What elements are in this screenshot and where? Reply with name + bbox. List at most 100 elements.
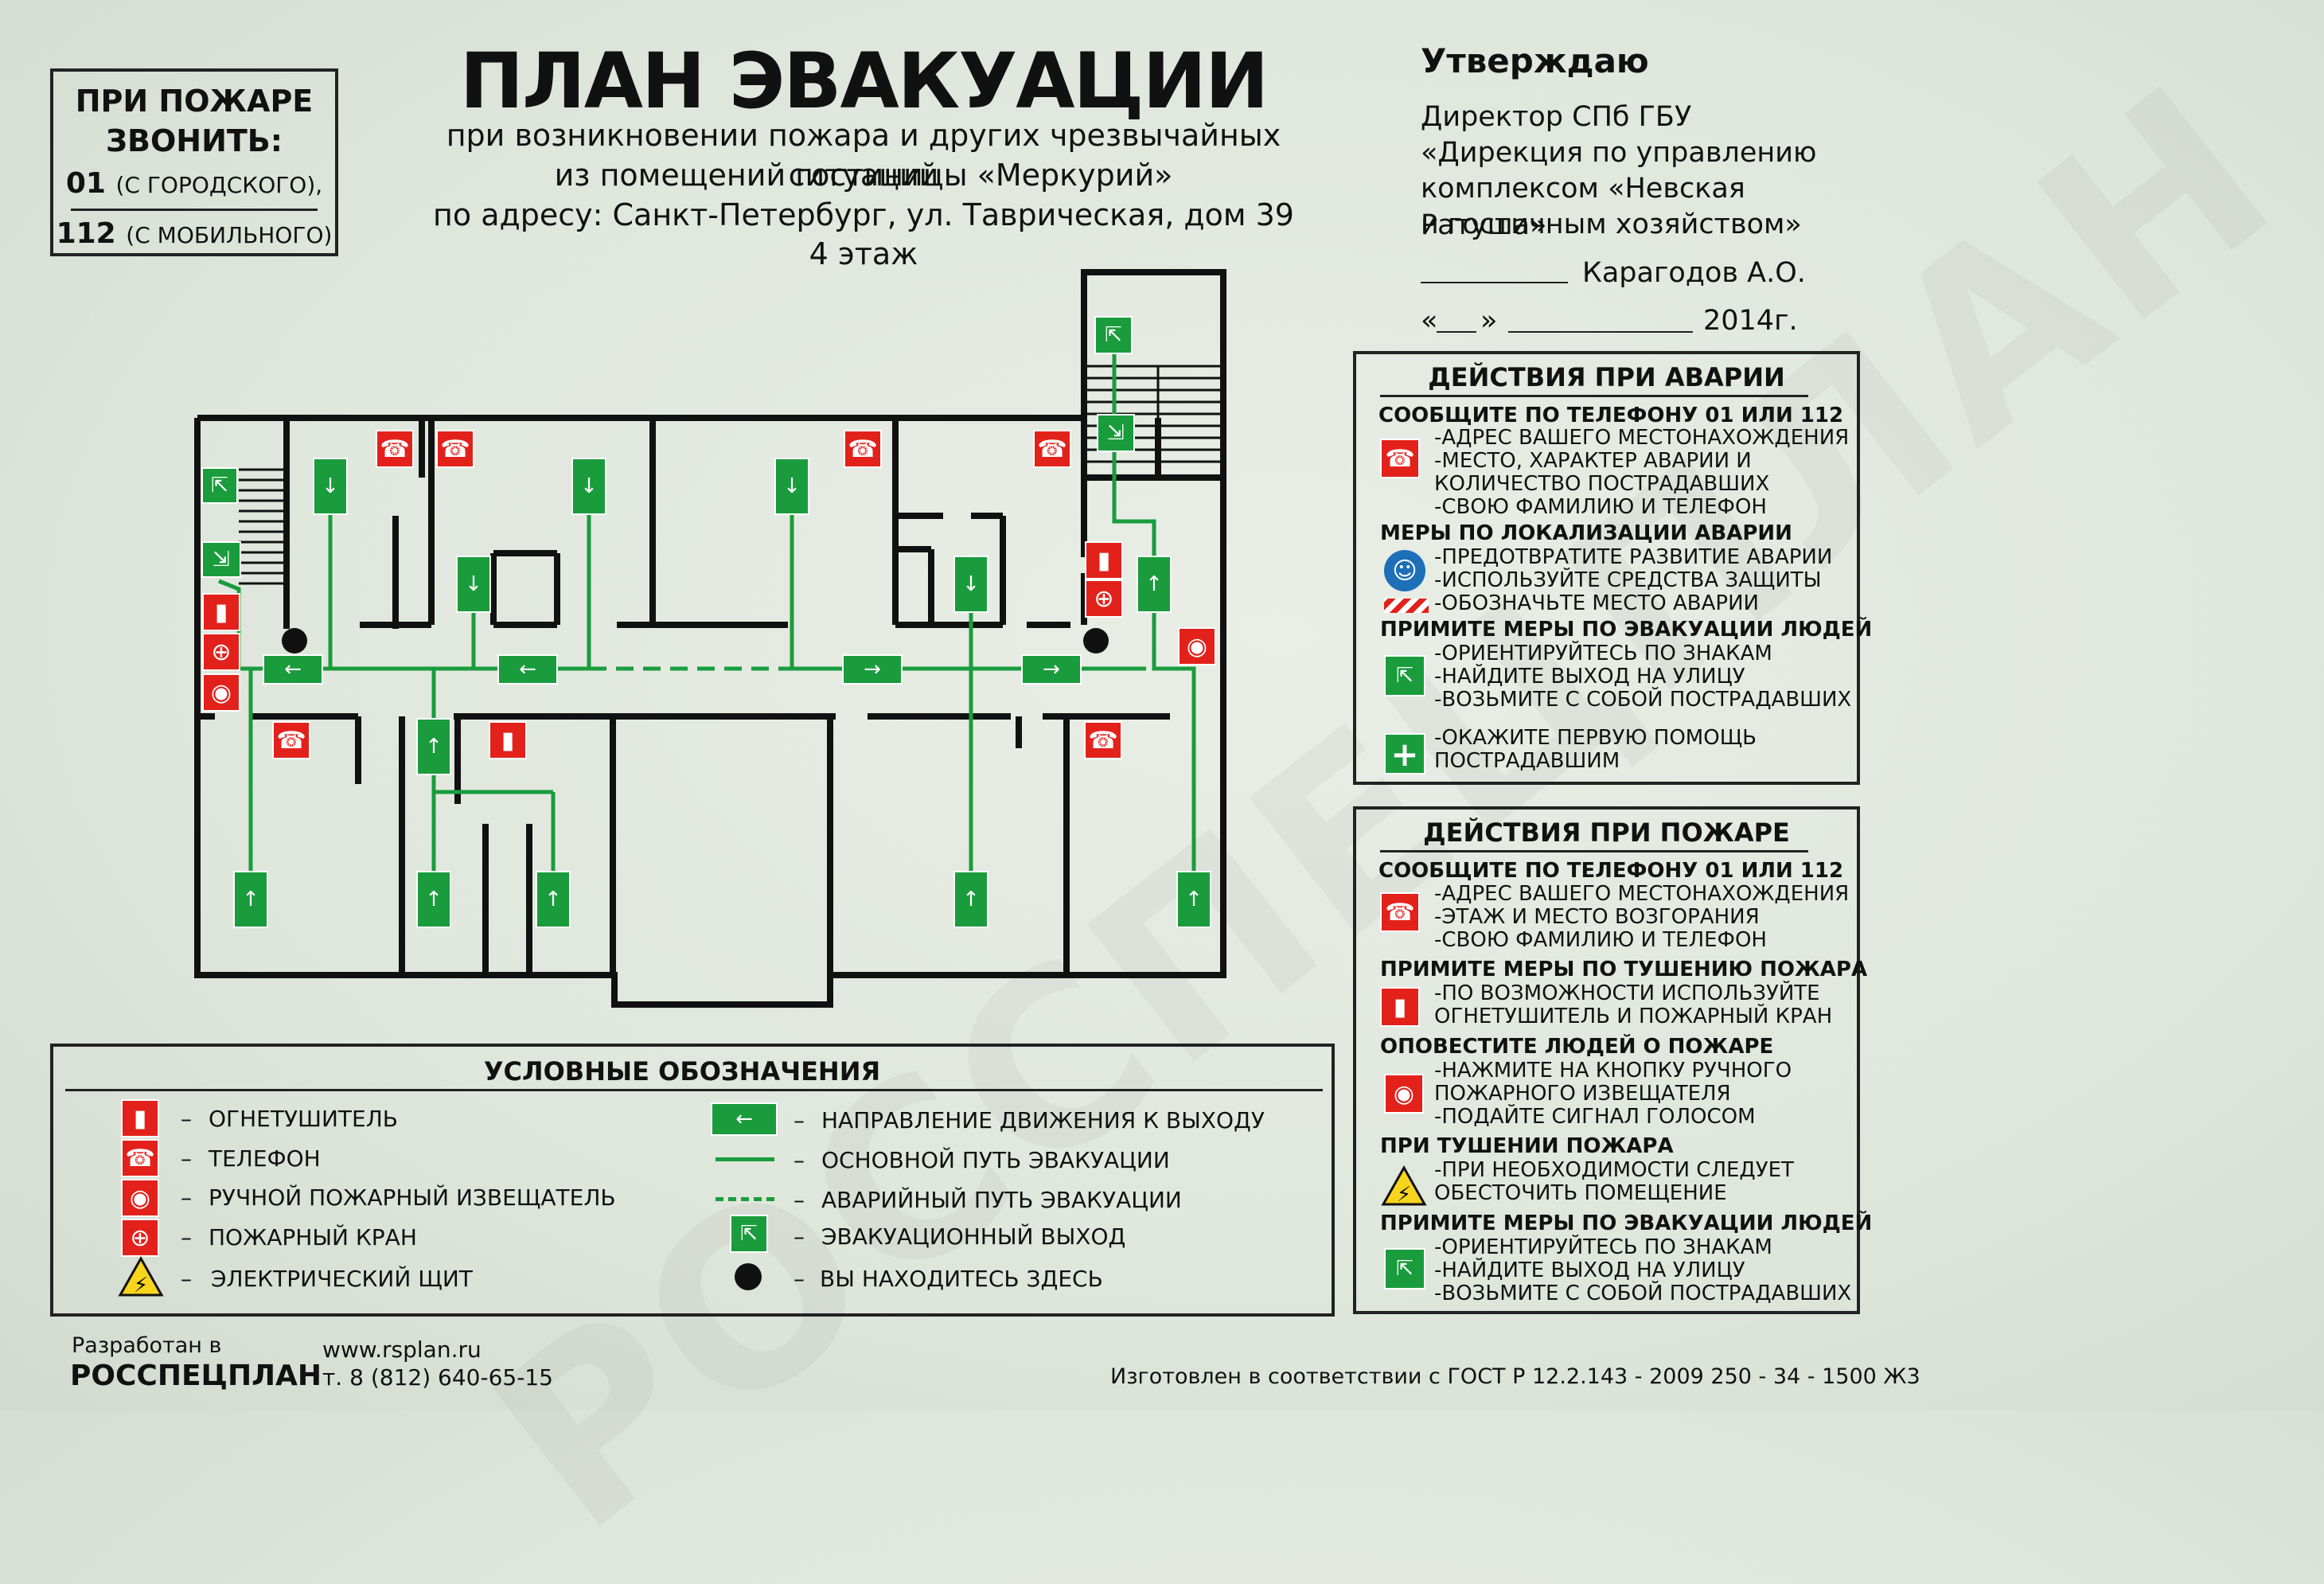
fire-call-line3: -СВОЮ ФАМИЛИЮ И ТЕЛЕФОН — [1434, 928, 1767, 952]
evacuation-direction-icon: → — [1021, 654, 1082, 685]
fire-notify-line2: ПОЖАРНОГО ИЗВЕЩАТЕЛЯ — [1434, 1082, 1731, 1106]
fire-call-number-mobile: 112 (С МОБИЛЬНОГО) — [53, 211, 335, 259]
hazard-stripe-icon — [1384, 599, 1429, 613]
evacuation-direction-icon: → — [842, 654, 903, 685]
accident-heading-localize-text: МЕРЫ ПО ЛОКАЛИЗАЦИИ АВАРИИ — [1380, 521, 1792, 545]
legend-dash: – — [794, 1147, 805, 1173]
fire-extinguisher-icon: ▮ — [489, 721, 527, 759]
fire-heading-extinguish: ПРИМИТЕ МЕРЫ ПО ТУШЕНИЮ ПОЖАРА — [1380, 958, 1867, 981]
legend-emergency-path: АВАРИЙНЫЙ ПУТЬ ЭВАКУАЦИИ — [821, 1187, 1182, 1213]
approval-line1: Директор СПб ГБУ — [1421, 101, 1692, 133]
evacuation-direction-icon: ↑ — [953, 871, 988, 928]
number-112-note: (С МОБИЛЬНОГО) — [126, 222, 333, 248]
fire-call-divider — [71, 209, 318, 211]
legend-panel: УСЛОВНЫЕ ОБОЗНАЧЕНИЯ ▮ – ОГНЕТУШИТЕЛЬ ☎ … — [50, 1044, 1335, 1317]
legend-main-path: ОСНОВНОЙ ПУТЬ ЭВАКУАЦИИ — [821, 1147, 1170, 1173]
phone-icon: ☎ — [844, 430, 882, 468]
signature-line — [1421, 282, 1568, 283]
svg-text:⚡: ⚡ — [134, 1274, 148, 1297]
accident-heading-evacuate: ПРИМИТЕ МЕРЫ ПО ЭВАКУАЦИИ ЛЮДЕЙ — [1380, 618, 1872, 642]
legend-exit: ЭВАКУАЦИОННЫЙ ВЫХОД — [821, 1223, 1126, 1250]
electrical-hazard-icon: ⚡ — [118, 1255, 164, 1297]
fire-evacuate-line3: -ВОЗЬМИТЕ С СОБОЙ ПОСТРАДАВШИХ — [1434, 1282, 1852, 1305]
accident-firstaid-line2: ПОСТРАДАВШИМ — [1434, 749, 1620, 773]
accident-call-line1: -АДРЕС ВАШЕГО МЕСТОНАХОЖДЕНИЯ — [1434, 426, 1850, 450]
you-are-here-marker-left — [282, 628, 307, 653]
phone-icon: ☎ — [436, 430, 474, 468]
developer-brand: РОССПЕЦПЛАН — [70, 1360, 322, 1392]
accident-heading-call-text: СООБЩИТЕ ПО ТЕЛЕФОНУ 01 ИЛИ 112 — [1378, 404, 1844, 427]
legend-you-are-here: ВЫ НАХОДИТЕСЬ ЗДЕСЬ — [820, 1266, 1103, 1292]
fire-actions-panel: ДЕЙСТВИЯ ПРИ ПОЖАРЕ СООБЩИТЕ ПО ТЕЛЕФОНУ… — [1353, 806, 1872, 1314]
legend-manual-alarm: РУЧНОЙ ПОЖАРНЫЙ ИЗВЕЩАТЕЛЬ — [209, 1184, 616, 1211]
subtitle-floor: 4 этаж — [809, 236, 918, 271]
fire-call-line2: -ЭТАЖ И МЕСТО ВОЗГОРАНИЯ — [1434, 905, 1760, 929]
fire-extinguisher-icon: ▮ — [202, 593, 240, 631]
accident-heading-localize: МЕРЫ ПО ЛОКАЛИЗАЦИИ АВАРИИ — [1380, 521, 1792, 545]
fire-alarm-icon: ◉ — [1384, 1074, 1424, 1114]
fire-extinguish-line2: ОГНЕТУШИТЕЛЬ И ПОЖАРНЫЙ КРАН — [1434, 1005, 1833, 1028]
accident-firstaid-line1: -ОКАЖИТЕ ПЕРВУЮ ПОМОЩЬ — [1434, 726, 1757, 750]
emergency-exit-icon: ⇱ — [201, 467, 238, 504]
developer-label: Разработан в — [72, 1333, 222, 1358]
fire-notify-line1: -НАЖМИТЕ НА КНОПКУ РУЧНОГО — [1434, 1059, 1792, 1083]
accident-localize-line1: -ПРЕДОТВРАТИТЕ РАЗВИТИЕ АВАРИИ — [1434, 545, 1833, 569]
accident-panel-rule — [1380, 395, 1808, 397]
emergency-path-line-icon — [716, 1197, 774, 1201]
walls — [194, 269, 1226, 1008]
phone-icon: ☎ — [1084, 721, 1122, 759]
number-112: 112 — [56, 217, 116, 250]
fire-heading-notify-text: ОПОВЕСТИТЕ ЛЮДЕЙ О ПОЖАРЕ — [1380, 1035, 1774, 1059]
evacuation-direction-icon: ↑ — [1176, 871, 1211, 928]
approval-title: Утверждаю — [1421, 41, 1649, 80]
fire-extinguishing-line1: -ПРИ НЕОБХОДИМОСТИ СЛЕДУЕТ — [1434, 1158, 1794, 1182]
fire-heading-call: СООБЩИТЕ ПО ТЕЛЕФОНУ 01 ИЛИ 112 — [1378, 859, 1843, 883]
approval-line2: «Дирекция по управлению — [1421, 137, 1817, 169]
fire-alarm-icon: ◉ — [1178, 627, 1216, 665]
evacuation-direction-icon: ↓ — [313, 458, 348, 515]
fire-heading-extinguish-text: ПРИМИТЕ МЕРЫ ПО ТУШЕНИЮ ПОЖАРА — [1380, 958, 1868, 981]
fire-call-line1: -АДРЕС ВАШЕГО МЕСТОНАХОЖДЕНИЯ — [1434, 882, 1850, 906]
number-01-note: (С ГОРОДСКОГО), — [115, 172, 323, 198]
evacuation-direction-icon: ↑ — [416, 718, 451, 775]
emergency-exit-icon: ⇱ — [1384, 655, 1425, 696]
emergency-exit-icon: ⇱ — [1384, 1248, 1425, 1289]
fire-heading-extinguishing: ПРИ ТУШЕНИИ ПОЖАРА — [1380, 1134, 1674, 1158]
accident-heading-evacuate-text: ПРИМИТЕ МЕРЫ ПО ЭВАКУАЦИИ ЛЮДЕЙ — [1380, 618, 1873, 642]
floor-plan — [194, 269, 1226, 1008]
date-quote-close: » — [1480, 305, 1498, 337]
fire-evacuate-line2: -НАЙДИТЕ ВЫХОД НА УЛИЦУ — [1434, 1258, 1745, 1282]
accident-evacuate-line2: -НАЙДИТЕ ВЫХОД НА УЛИЦУ — [1434, 665, 1745, 689]
fire-alarm-icon: ◉ — [121, 1179, 159, 1217]
fire-alarm-icon: ◉ — [202, 673, 240, 712]
page-title: ПЛАН ЭВАКУАЦИИ — [459, 37, 1269, 126]
accident-panel-title: ДЕЙСТВИЯ ПРИ АВАРИИ — [1428, 362, 1785, 392]
legend-dash: – — [794, 1107, 805, 1133]
approval-year: 2014г. — [1703, 305, 1798, 337]
exit-stairs-icon: ⇲ — [201, 541, 241, 578]
accident-localize-line2: -ИСПОЛЬЗУЙТЕ СРЕДСТВА ЗАЩИТЫ — [1434, 568, 1822, 592]
fire-extinguisher-icon: ▮ — [1085, 541, 1123, 579]
evacuation-direction-icon: ↑ — [1137, 556, 1172, 613]
fire-evacuate-line1: -ОРИЕНТИРУЙТЕСЬ ПО ЗНАКАМ — [1434, 1235, 1772, 1259]
legend-dash: – — [181, 1145, 192, 1172]
legend-fire-hydrant: ПОЖАРНЫЙ КРАН — [209, 1224, 417, 1250]
evacuation-direction-icon: ↑ — [233, 871, 268, 928]
phone-icon: ☎ — [121, 1139, 159, 1177]
evacuation-direction-icon: ↓ — [571, 458, 606, 515]
accident-call-line2: -МЕСТО, ХАРАКТЕР АВАРИИ И — [1434, 449, 1752, 473]
fire-heading-evacuate-text: ПРИМИТЕ МЕРЫ ПО ЭВАКУАЦИИ ЛЮДЕЙ — [1380, 1211, 1873, 1235]
evacuation-direction-icon: ← — [263, 654, 323, 685]
fire-hydrant-icon: ⊕ — [1085, 579, 1123, 618]
developer-site-link[interactable]: www.rsplan.ru — [322, 1336, 482, 1363]
svg-text:⚡: ⚡ — [1397, 1183, 1411, 1207]
developer-phone: т. 8 (812) 640-65-15 — [322, 1364, 553, 1391]
evacuation-direction-icon: ↓ — [456, 556, 491, 613]
accident-call-line3: КОЛИЧЕСТВО ПОСТРАДАВШИХ — [1434, 472, 1770, 496]
accident-localize-line3: -ОБОЗНАЧЬТЕ МЕСТО АВАРИИ — [1434, 591, 1760, 615]
fire-hydrant-icon: ⊕ — [121, 1219, 159, 1257]
fire-panel-rule — [1380, 850, 1808, 852]
date-month-line — [1508, 331, 1693, 333]
fire-call-line2: ЗВОНИТЬ: — [106, 123, 283, 158]
you-are-here-icon — [735, 1263, 762, 1290]
